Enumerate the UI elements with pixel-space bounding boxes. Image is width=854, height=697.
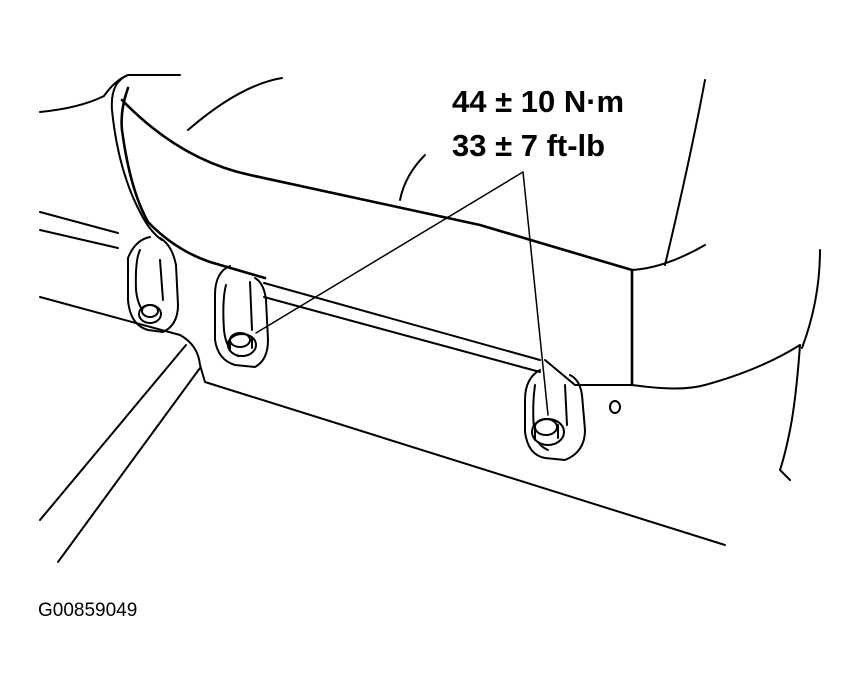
- torque-imperial-label: 33 ± 7 ft-lb: [452, 128, 606, 163]
- figure-id-label: G00859049: [38, 600, 138, 621]
- bolt-icon: [227, 332, 257, 357]
- seat-bracket-icon: [127, 236, 179, 333]
- floor-rail-outline: [39, 211, 726, 563]
- seat-bracket-icon: [524, 369, 586, 461]
- bolt-icon: [609, 400, 621, 414]
- bolt-icon: [531, 418, 565, 446]
- torque-metric-label: 44 ± 10 N·m: [452, 84, 625, 119]
- callout-leader-lines: [255, 171, 549, 416]
- seat-cushion-icon: [39, 74, 821, 481]
